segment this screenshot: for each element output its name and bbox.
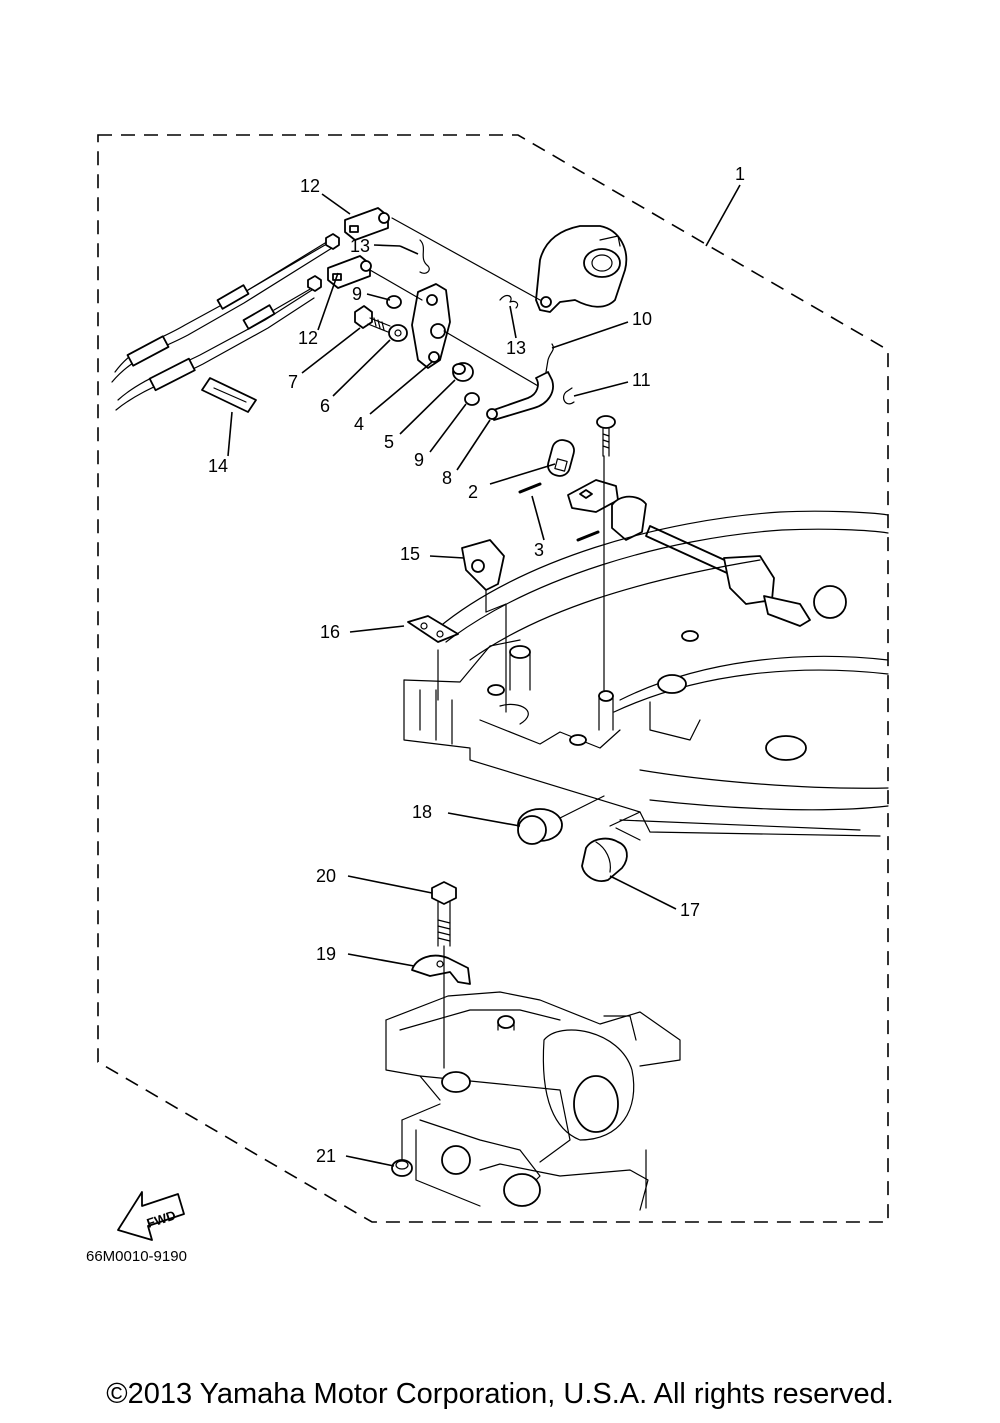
clip-13-lower bbox=[499, 294, 519, 309]
callout-19: 19 bbox=[316, 944, 336, 964]
plate-19 bbox=[411, 954, 471, 985]
assembly-boundary bbox=[97, 134, 889, 1223]
callout-17: 17 bbox=[680, 900, 700, 920]
pin-3 bbox=[518, 482, 542, 494]
cable-nut-upper bbox=[325, 233, 340, 250]
clip-11 bbox=[562, 387, 575, 405]
pin-10 bbox=[545, 343, 554, 373]
callout-14: 14 bbox=[208, 456, 228, 476]
bolt-7 bbox=[354, 305, 391, 333]
bolt-20 bbox=[431, 881, 457, 947]
cable-joint-upper bbox=[344, 207, 390, 241]
control-cables bbox=[111, 239, 333, 411]
callout-6: 6 bbox=[320, 396, 330, 416]
clamp-bracket bbox=[385, 991, 681, 1211]
callout-5: 5 bbox=[384, 432, 394, 452]
cable-nut-lower bbox=[307, 275, 322, 292]
copyright-notice: ©2013 Yamaha Motor Corporation, U.S.A. A… bbox=[106, 1378, 894, 1410]
diagram-code: 66M0010-9190 bbox=[86, 1248, 187, 1265]
callout-12-lower: 12 bbox=[298, 328, 318, 348]
callout-21: 21 bbox=[316, 1146, 336, 1166]
leader-lines bbox=[227, 184, 741, 1167]
washer-6 bbox=[388, 324, 408, 342]
callout-2: 2 bbox=[468, 482, 478, 502]
callout-10: 10 bbox=[632, 309, 652, 329]
callout-9-lower: 9 bbox=[414, 450, 424, 470]
grommet-18 bbox=[517, 808, 563, 845]
callout-20: 20 bbox=[316, 866, 336, 886]
throttle-lever bbox=[411, 283, 546, 391]
callout-16: 16 bbox=[320, 622, 340, 642]
link-bracket-2 bbox=[547, 439, 575, 477]
callout-13-upper: 13 bbox=[350, 236, 370, 256]
callout-15: 15 bbox=[400, 544, 420, 564]
washer-9-upper bbox=[386, 295, 402, 309]
washer-9-lower bbox=[464, 392, 480, 406]
callout-13-lower: 13 bbox=[506, 338, 526, 358]
callout-9-upper: 9 bbox=[352, 284, 362, 304]
callout-8: 8 bbox=[442, 468, 452, 488]
throttle-shaft-assembly bbox=[567, 479, 847, 627]
callout-11: 11 bbox=[632, 370, 651, 390]
callout-1: 1 bbox=[735, 164, 745, 184]
throttle-cam bbox=[535, 225, 628, 313]
clip-13-upper bbox=[419, 239, 430, 274]
callout-18: 18 bbox=[412, 802, 432, 822]
callout-7: 7 bbox=[288, 372, 298, 392]
plate-16 bbox=[407, 615, 459, 643]
fwd-arrow-icon: FWD bbox=[117, 1191, 185, 1241]
damper-15 bbox=[461, 539, 505, 591]
grommet-17 bbox=[581, 837, 628, 882]
nut-21 bbox=[391, 1159, 413, 1177]
bottom-cowling bbox=[403, 510, 889, 837]
tag-14 bbox=[201, 377, 257, 413]
link-rod-8 bbox=[487, 371, 554, 421]
screw-upper bbox=[596, 415, 616, 457]
collar-5 bbox=[452, 362, 474, 382]
callout-3: 3 bbox=[534, 540, 544, 560]
callout-4: 4 bbox=[354, 414, 364, 434]
callout-12-upper: 12 bbox=[300, 176, 320, 196]
